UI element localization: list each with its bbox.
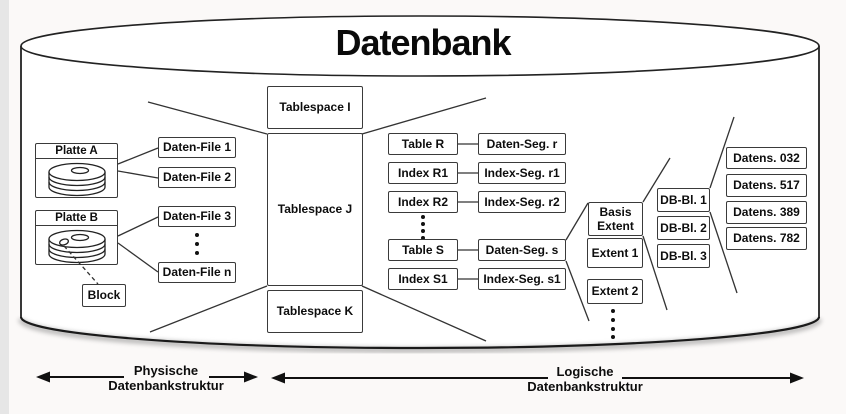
- ellipsis-dots-extents: [611, 309, 615, 339]
- daten-file-2-box: Daten-File 2: [158, 167, 236, 188]
- basis-extent-line2: Extent: [597, 219, 634, 233]
- connector-platte-a-file1: [117, 147, 159, 165]
- daten-seg-r-box: Daten-Seg. r: [478, 133, 566, 155]
- page-edge-strip: [0, 0, 9, 414]
- connector-platte-a-file2: [117, 170, 159, 179]
- ellipsis-dots-data-files: [195, 233, 199, 255]
- fan-tablespace-lower: [361, 285, 487, 342]
- record-032-box: Datens. 032: [726, 147, 807, 169]
- record-782-box: Datens. 782: [726, 227, 807, 250]
- physical-label-line2: Datenbankstruktur: [108, 378, 224, 393]
- index-seg-r2-box: Index-Seg. r2: [478, 191, 566, 213]
- platte-b-label: Platte B: [36, 211, 117, 226]
- extent-2-box: Extent 2: [587, 279, 643, 304]
- fan-segment-lower: [565, 260, 590, 322]
- daten-seg-s-box: Daten-Seg. s: [478, 239, 566, 261]
- block-sector-marker: [58, 238, 70, 246]
- daten-file-n-box: Daten-File n: [158, 262, 236, 283]
- disk-file-connectors: [117, 147, 159, 273]
- disk-platter-icon-with-block: [48, 229, 106, 264]
- cylinder-bottom-shadow: [18, 318, 822, 353]
- arrowhead-right-logical: [790, 372, 804, 384]
- db-block-1-box: DB-Bl. 1: [657, 188, 710, 212]
- db-block-3-box: DB-Bl. 3: [657, 244, 710, 268]
- table-s-box: Table S: [388, 239, 458, 261]
- index-r2-box: Index R2: [388, 191, 458, 213]
- segment-connectors: [458, 143, 478, 280]
- diagram-title: Datenbank: [335, 22, 511, 63]
- logical-label-line2: Datenbankstruktur: [527, 379, 643, 394]
- db-block-2-box: DB-Bl. 2: [657, 216, 710, 240]
- fan-left-upper: [147, 101, 268, 135]
- cylinder-bottom-arc: [19, 316, 821, 350]
- arrowhead-left-physical: [36, 371, 50, 383]
- index-r1-box: Index R1: [388, 162, 458, 184]
- basis-extent-box: Basis Extent: [588, 202, 643, 236]
- record-517-box: Datens. 517: [726, 174, 807, 197]
- physical-structure-label: Physische Datenbankstruktur: [101, 363, 231, 393]
- disk-platter-icon: [48, 162, 106, 197]
- tablespace-j-box: Tablespace J: [267, 133, 363, 286]
- tablespace-k-box: Tablespace K: [267, 290, 363, 333]
- disk-platte-b-box: Platte B: [35, 210, 118, 265]
- logical-structure-label: Logische Datenbankstruktur: [520, 364, 650, 394]
- index-seg-r1-box: Index-Seg. r1: [478, 162, 566, 184]
- daten-file-1-box: Daten-File 1: [158, 137, 236, 158]
- connector-platte-b-filen: [117, 242, 159, 273]
- basis-extent-line1: Basis: [599, 205, 632, 219]
- fan-tablespace-upper: [361, 97, 487, 135]
- fan-dbblock-lower: [709, 211, 738, 294]
- record-389-box: Datens. 389: [726, 201, 807, 224]
- tablespace-i-box: Tablespace I: [267, 86, 363, 129]
- extent-1-box: Extent 1: [587, 238, 643, 268]
- table-r-box: Table R: [388, 133, 458, 155]
- fan-left-lower: [149, 285, 268, 333]
- platte-a-label: Platte A: [36, 144, 117, 159]
- physical-label-line1: Physische: [133, 363, 199, 378]
- block-box: Block: [82, 284, 126, 307]
- arrowhead-left-logical: [271, 372, 285, 384]
- ellipsis-dots-tables: [421, 215, 425, 240]
- logical-label-line1: Logische: [556, 364, 614, 379]
- disk-platte-a-box: Platte A: [35, 143, 118, 198]
- daten-file-3-box: Daten-File 3: [158, 206, 236, 227]
- connector-platte-b-file3: [117, 216, 159, 237]
- fan-segment-upper: [565, 202, 589, 241]
- index-s1-box: Index S1: [388, 268, 458, 290]
- index-seg-s1-box: Index-Seg. s1: [478, 268, 566, 290]
- arrowhead-right-physical: [244, 371, 258, 383]
